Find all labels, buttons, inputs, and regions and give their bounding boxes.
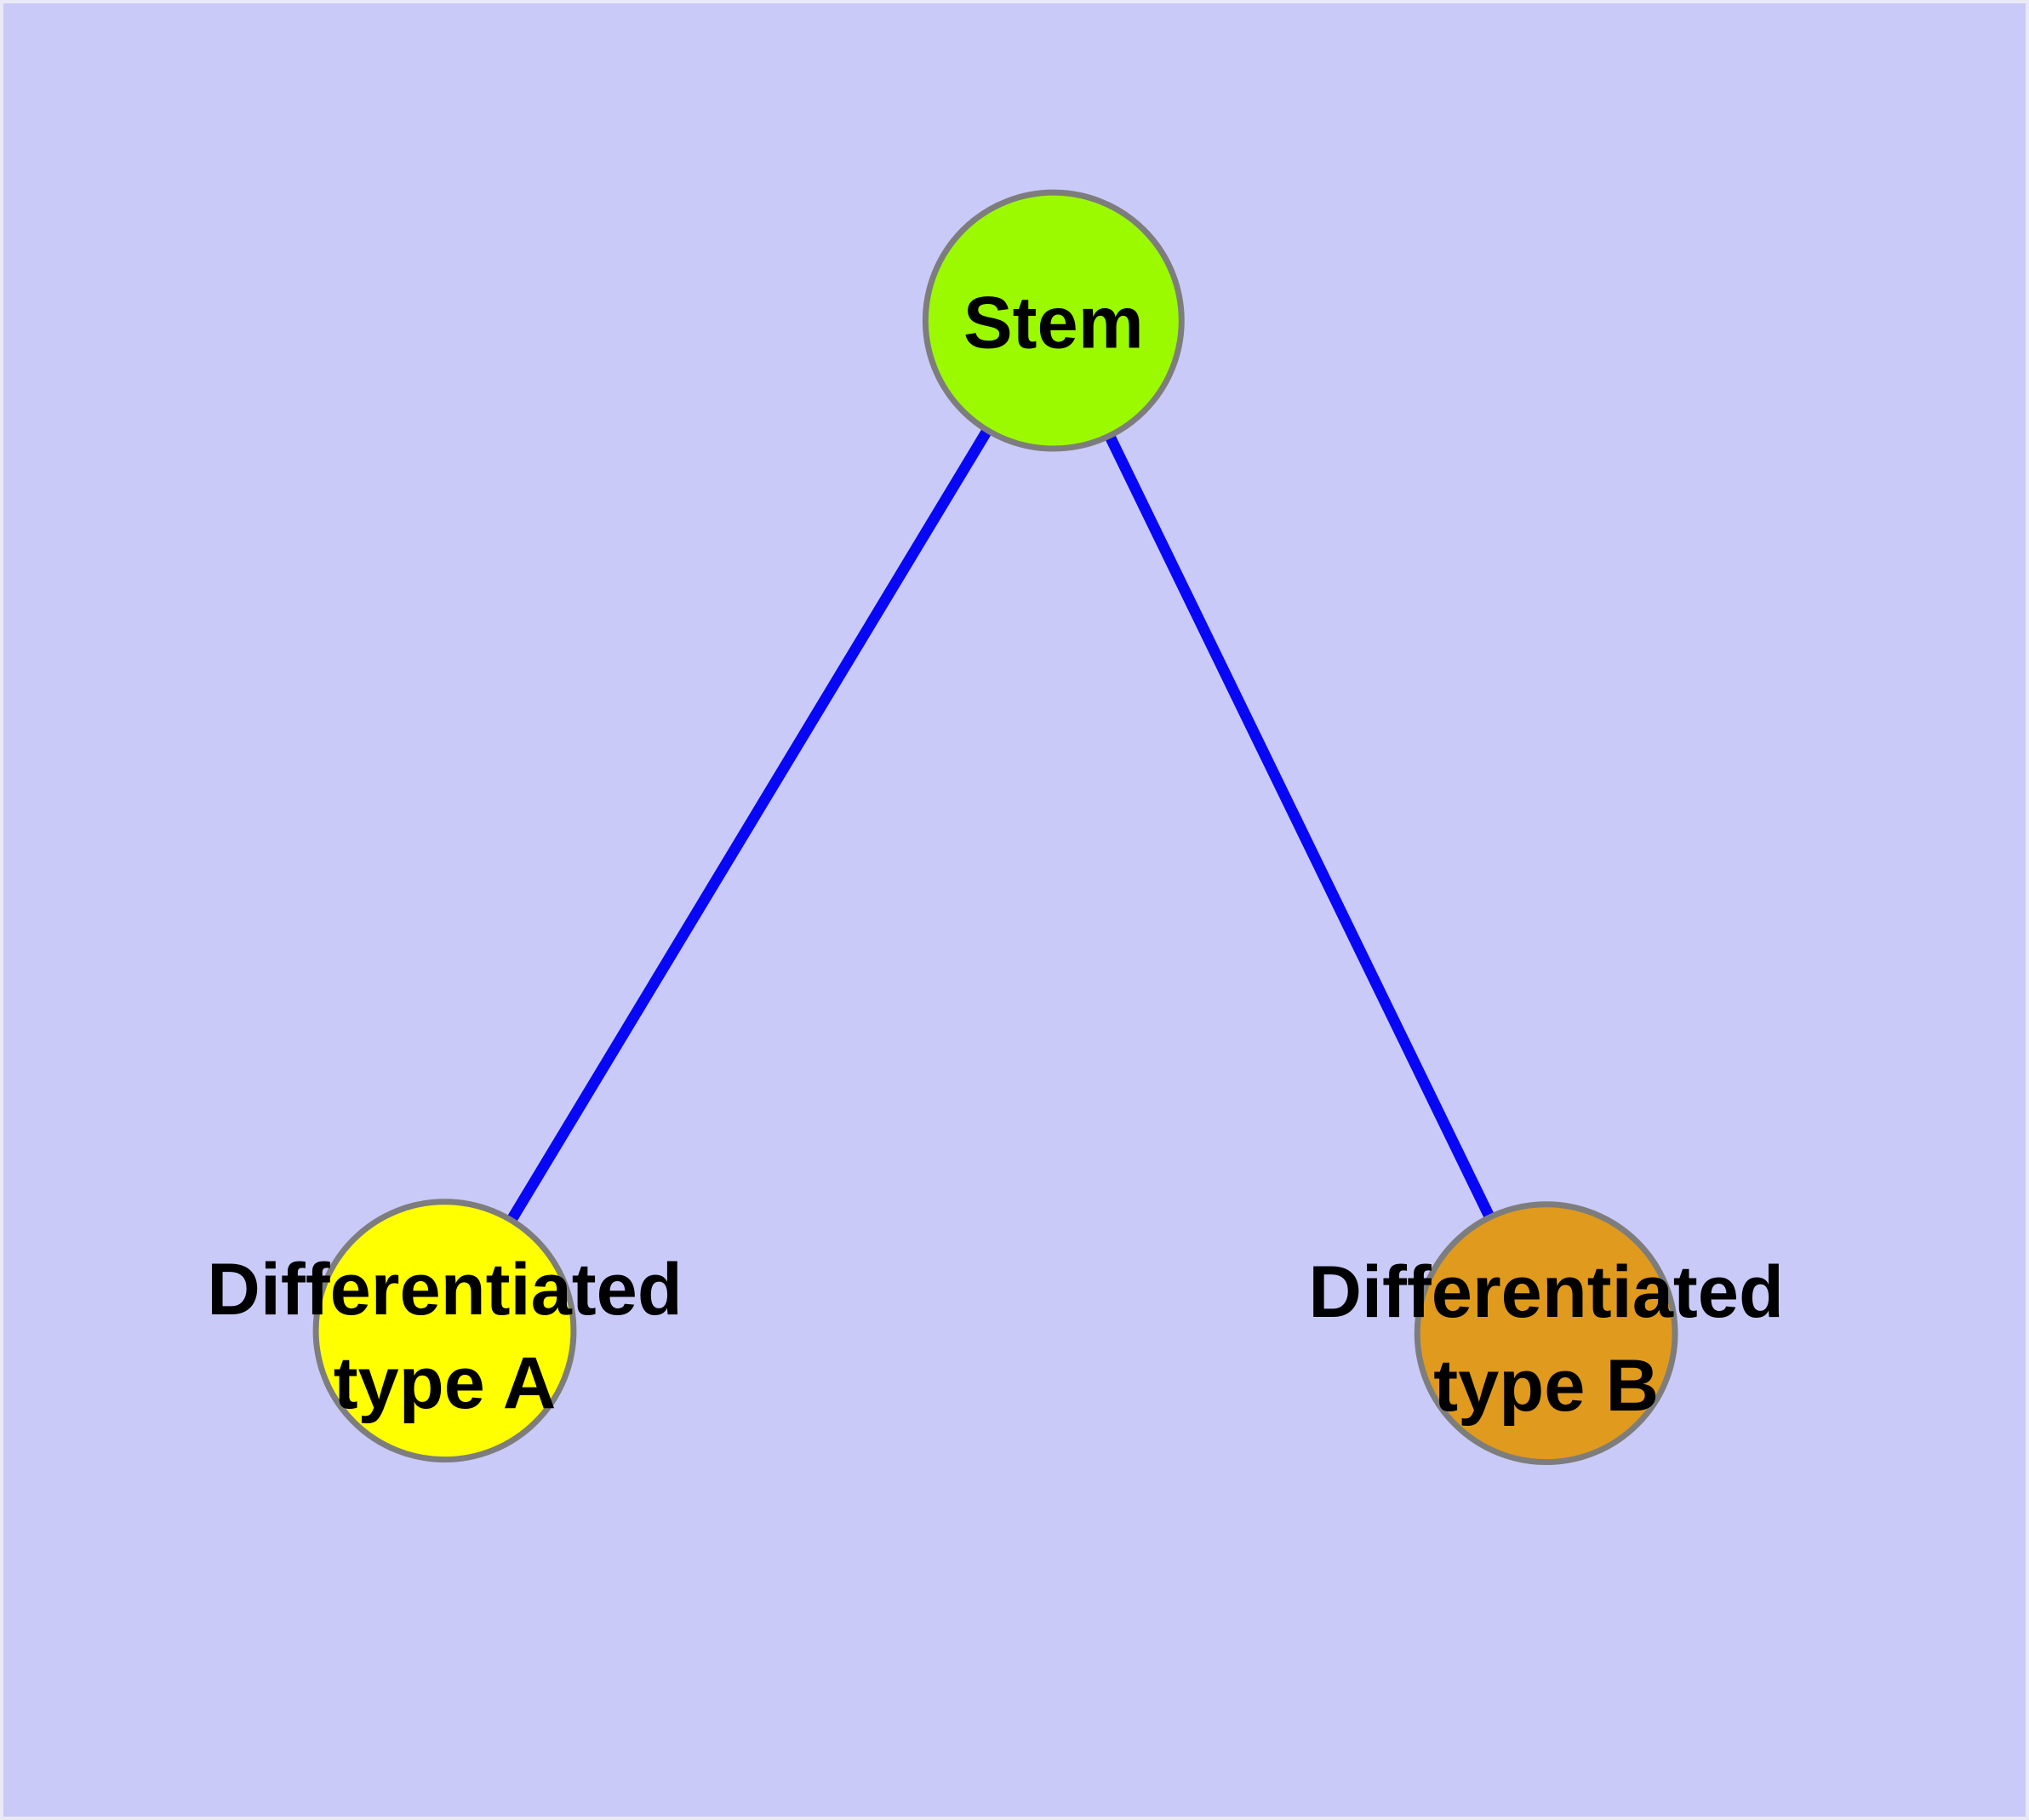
node-type-b-label-line2: type B xyxy=(1433,1345,1659,1427)
node-differentiated-type-a xyxy=(312,1199,577,1463)
node-type-b-label-line1: Differentiated xyxy=(1308,1251,1784,1333)
node-stem-label: Stem xyxy=(963,282,1144,363)
edge-stem-to-type-a xyxy=(439,318,1059,1334)
node-stem xyxy=(922,189,1185,452)
node-differentiated-type-b xyxy=(1414,1201,1678,1466)
edge-stem-to-type-b xyxy=(1049,318,1552,1336)
node-type-a-label-line1: Differentiated xyxy=(207,1249,683,1331)
diagram-canvas: Stem Differentiated type A Differentiate… xyxy=(207,189,1784,1466)
node-type-a-label-line2: type A xyxy=(334,1342,557,1424)
